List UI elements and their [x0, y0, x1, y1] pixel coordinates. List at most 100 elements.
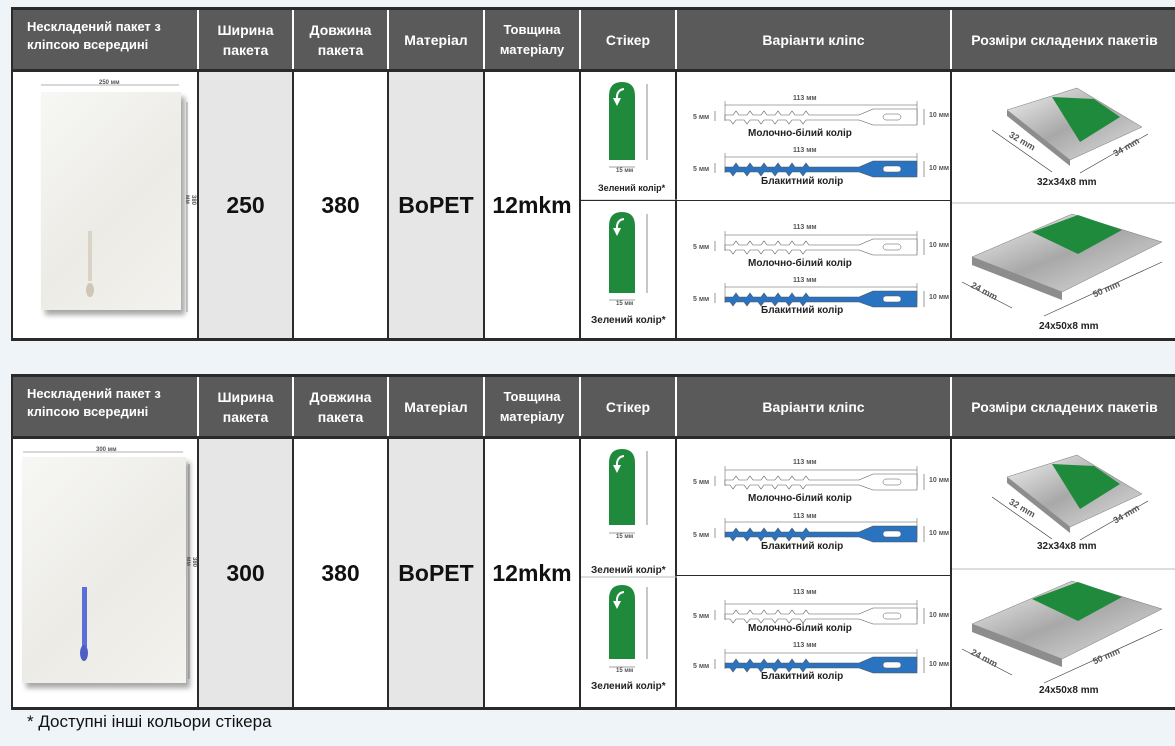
packet-width-dim: 250 мм	[99, 80, 120, 86]
header-thickness: Товщина матеріалу	[485, 10, 581, 69]
sticker-width-dim: 15 мм	[616, 668, 634, 674]
folded-sizes-cell: 32 mm 34 mm 32x34x8 mm 24 mm 50 mm 24x50…	[952, 72, 1175, 338]
header-unfolded-packet: Нескладений пакет з кліпсою всередині	[13, 377, 199, 436]
material-value: BoPET	[389, 72, 485, 338]
clip-options-cell: 113 мм 10 мм 5 мм Молочно-білий колір 11…	[677, 72, 952, 338]
unfolded-packet-cell: 300 мм 380 мм	[13, 439, 199, 707]
packet-clip	[88, 231, 92, 281]
row-divider	[581, 200, 952, 201]
clip-blue	[714, 518, 925, 543]
header-packet-length: Довжина пакета	[294, 10, 389, 69]
unfolded-packet-image	[41, 92, 181, 310]
clip-tooth-dim: 5 мм	[693, 166, 710, 173]
packet-width-dim: 300 мм	[96, 447, 117, 453]
packet-width-value: 300	[199, 439, 294, 707]
sticker-width-dim: 15 мм	[616, 301, 634, 307]
green-sticker-1	[609, 82, 635, 160]
clip-blue-label: Блакитний колір	[761, 671, 844, 682]
packet-clip-icon	[86, 231, 94, 297]
packet-length-value: 380	[294, 72, 389, 338]
product-table-300: Нескладений пакет з кліпсою всередині Ши…	[11, 374, 1175, 710]
clip-height-dim: 10 мм	[929, 294, 950, 301]
clip-length-dim: 113 мм	[793, 277, 817, 284]
sticker-drawings	[581, 82, 677, 301]
clip-height-dim: 10 мм	[929, 530, 950, 537]
green-sticker-1	[609, 449, 635, 525]
clip-white	[714, 101, 925, 126]
clip-length-dim: 113 мм	[793, 95, 817, 102]
folded-packets-drawing	[952, 87, 1175, 317]
packet-clip-icon	[80, 587, 88, 661]
table-header: Нескладений пакет з кліпсою всередині Ши…	[13, 377, 1175, 439]
clip-blue-label: Блакитний колір	[761, 541, 844, 552]
unfolded-packet-image	[22, 457, 186, 683]
clip-length-dim: 113 мм	[793, 642, 817, 649]
folded-size-caption: 24x50x8 mm	[1039, 321, 1099, 332]
clip-length-dim: 113 мм	[793, 224, 817, 231]
clip-tooth-dim: 5 мм	[693, 244, 710, 251]
clip-blue	[714, 153, 925, 178]
header-sticker: Стікер	[581, 377, 677, 436]
header-packet-width: Ширина пакета	[199, 377, 294, 436]
header-packet-length: Довжина пакета	[294, 377, 389, 436]
clip-blue-label: Блакитний колір	[761, 305, 844, 316]
clip-tooth-dim: 5 мм	[693, 479, 710, 486]
clip-height-dim: 10 мм	[929, 112, 950, 119]
folded-size-caption: 32x34x8 mm	[1037, 541, 1097, 552]
header-unfolded-packet: Нескладений пакет з кліпсою всередині	[13, 10, 199, 69]
packet-length-value: 380	[294, 439, 389, 707]
green-sticker-2	[609, 212, 635, 293]
header-clip-options: Варіанти кліпс	[677, 377, 952, 436]
header-clip-options: Варіанти кліпс	[677, 10, 952, 69]
table-header: Нескладений пакет з кліпсою всередині Ши…	[13, 10, 1175, 72]
clip-white-label: Молочно-білий колір	[748, 623, 852, 634]
packet-width-value: 250	[199, 72, 294, 338]
product-table-250: Нескладений пакет з кліпсою всередині Ши…	[11, 7, 1175, 341]
unfolded-packet-cell: 250 мм 380 мм	[13, 72, 199, 338]
sticker-color-label: Зелений колір*	[598, 183, 666, 193]
sticker-width-dim: 15 мм	[616, 168, 634, 174]
clip-tooth-dim: 5 мм	[693, 532, 710, 539]
green-sticker-2	[609, 585, 635, 659]
clip-length-dim: 113 мм	[793, 513, 817, 520]
header-sticker: Стікер	[581, 10, 677, 69]
thickness-value: 12mkm	[485, 72, 581, 338]
clip-height-dim: 10 мм	[929, 612, 950, 619]
packet-dimension-lines	[41, 84, 188, 312]
clip-height-dim: 10 мм	[929, 477, 950, 484]
header-folded-sizes: Розміри складених пакетів	[971, 398, 1158, 415]
sticker-color-label: Зелений колір*	[591, 565, 666, 576]
packet-height-dim: 380 мм	[185, 557, 197, 568]
clip-white-label: Молочно-білий колір	[748, 493, 852, 504]
clip-height-dim: 10 мм	[929, 242, 950, 249]
folded-size-caption: 32x34x8 mm	[1037, 177, 1097, 188]
clip-white	[714, 231, 925, 256]
clip-tooth-dim: 5 мм	[693, 114, 710, 121]
clip-white	[714, 466, 925, 491]
clip-tooth-dim: 5 мм	[693, 613, 710, 620]
clip-options-cell: 113 мм 10 мм 5 мм Молочно-білий колір 11…	[677, 439, 952, 707]
clip-height-dim: 10 мм	[929, 165, 950, 172]
clip-white-label: Молочно-білий колір	[748, 128, 852, 139]
header-thickness: Товщина матеріалу	[485, 377, 581, 436]
clip-tooth-dim: 5 мм	[693, 296, 710, 303]
packet-dimension-lines	[23, 451, 190, 679]
clip-white	[714, 600, 925, 625]
header-packet-width: Ширина пакета	[199, 10, 294, 69]
packet-height-dim: 380 мм	[184, 195, 196, 206]
sticker-cell: 15 мм Зелений колір* 15 мм Зелений колір…	[581, 72, 677, 338]
material-value: BoPET	[389, 439, 485, 707]
thickness-value: 12mkm	[485, 439, 581, 707]
clip-length-dim: 113 мм	[793, 147, 817, 154]
sticker-width-dim: 15 мм	[616, 534, 634, 540]
sticker-color-label: Зелений колір*	[591, 681, 666, 692]
header-material: Матеріал	[389, 377, 485, 436]
clip-blue	[714, 283, 925, 308]
header-material: Матеріал	[389, 10, 485, 69]
header-folded-sizes: Розміри складених пакетів	[971, 31, 1158, 48]
clip-blue-label: Блакитний колір	[761, 176, 844, 187]
clip-drawings	[714, 466, 925, 674]
clip-height-dim: 10 мм	[929, 661, 950, 668]
sticker-cell: 15 мм Зелений колір* 15 мм Зелений колір…	[581, 439, 677, 707]
clip-blue	[714, 649, 925, 674]
